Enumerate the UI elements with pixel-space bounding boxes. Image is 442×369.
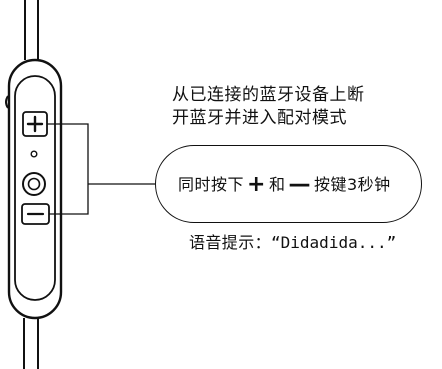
cable-bottom (23, 318, 39, 369)
cable-top (24, 0, 39, 60)
instruction-text: 同时按下+和—按键3秒钟 (178, 173, 391, 196)
instruction-prefix: 同时按下 (178, 174, 245, 194)
disconnect-caption-line-2: 开蓝牙并进入配对模式 (172, 108, 347, 128)
plus-icon (26, 115, 44, 133)
instruction-and: 和 (268, 174, 286, 194)
center-button[interactable] (22, 172, 46, 196)
voice-prompt: 语音提示：“Didadida...” (189, 232, 396, 254)
instruction-bubble (155, 145, 422, 223)
disconnect-caption-line-1: 从已连接的蓝牙设备上断 (172, 85, 365, 105)
disconnect-caption: 从已连接的蓝牙设备上断 开蓝牙并进入配对模式 (172, 84, 422, 130)
callout-connector (47, 123, 155, 215)
circle-icon (27, 177, 41, 191)
voice-prompt-text: “Didadida...” (271, 233, 397, 252)
minus-button[interactable] (21, 203, 50, 225)
plus-symbol: + (247, 171, 266, 197)
voice-prompt-label: 语音提示： (189, 233, 272, 252)
minus-symbol: — (288, 171, 311, 197)
instruction-suffix: 按键3秒钟 (313, 174, 391, 194)
indicator-light (30, 150, 38, 158)
plus-button[interactable] (22, 111, 48, 137)
